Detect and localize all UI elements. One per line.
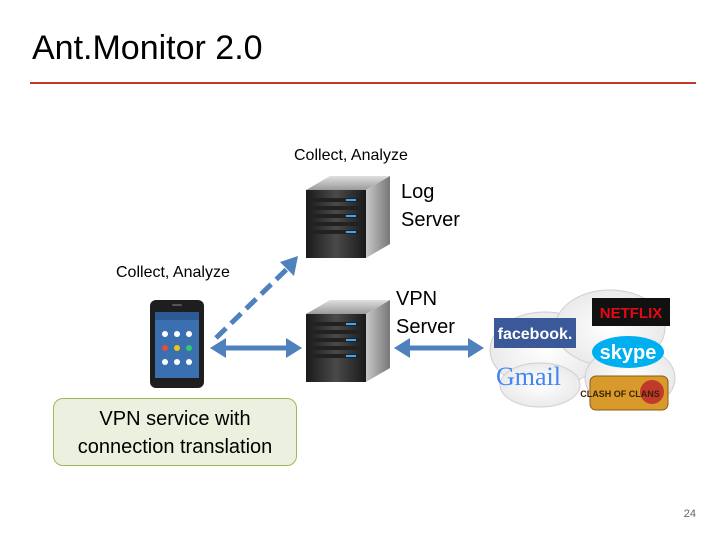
vpn-service-callout-line1: VPN service with (99, 408, 251, 430)
title-underline (30, 82, 696, 84)
log-server-label: Log Server (401, 178, 460, 234)
svg-text:facebook.: facebook. (498, 326, 573, 343)
vpn-service-callout: VPN service with connection translation (53, 398, 297, 466)
log-server-label-line1: Log (401, 181, 435, 203)
svg-text:Gmail: Gmail (496, 362, 561, 391)
vpn-service-callout-line2: connection translation (77, 436, 273, 458)
page-number: 24 (683, 508, 696, 520)
vpn-internet-double-arrow (394, 338, 484, 358)
smartphone-icon (150, 300, 204, 388)
vpn-server-label-line1: VPN (396, 288, 438, 310)
phone-vpn-double-arrow (210, 338, 302, 358)
gmail-logo: Gmail (496, 362, 561, 391)
left-collect-analyze-label: Collect, Analyze (116, 264, 230, 281)
skype-logo: skype (592, 336, 664, 368)
top-collect-analyze-label: Collect, Analyze (294, 147, 408, 164)
vpn-server-label: VPN Server (396, 285, 455, 341)
log-server-label-line2: Server (401, 209, 460, 231)
svg-text:CLASH OF CLANS: CLASH OF CLANS (580, 389, 660, 399)
facebook-logo: facebook. (494, 318, 576, 348)
svg-text:skype: skype (600, 342, 657, 364)
vpn-server-label-line2: Server (396, 316, 455, 338)
collect-dashed-arrow (214, 256, 298, 340)
netflix-logo: NETFLIX (592, 298, 670, 326)
log-server-icon (306, 176, 390, 258)
vpn-server-icon (306, 300, 390, 382)
svg-text:NETFLIX: NETFLIX (600, 305, 663, 322)
slide-title: Ant.Monitor 2.0 (32, 29, 263, 67)
clash-of-clans-logo: CLASH OF CLANS (580, 375, 669, 411)
